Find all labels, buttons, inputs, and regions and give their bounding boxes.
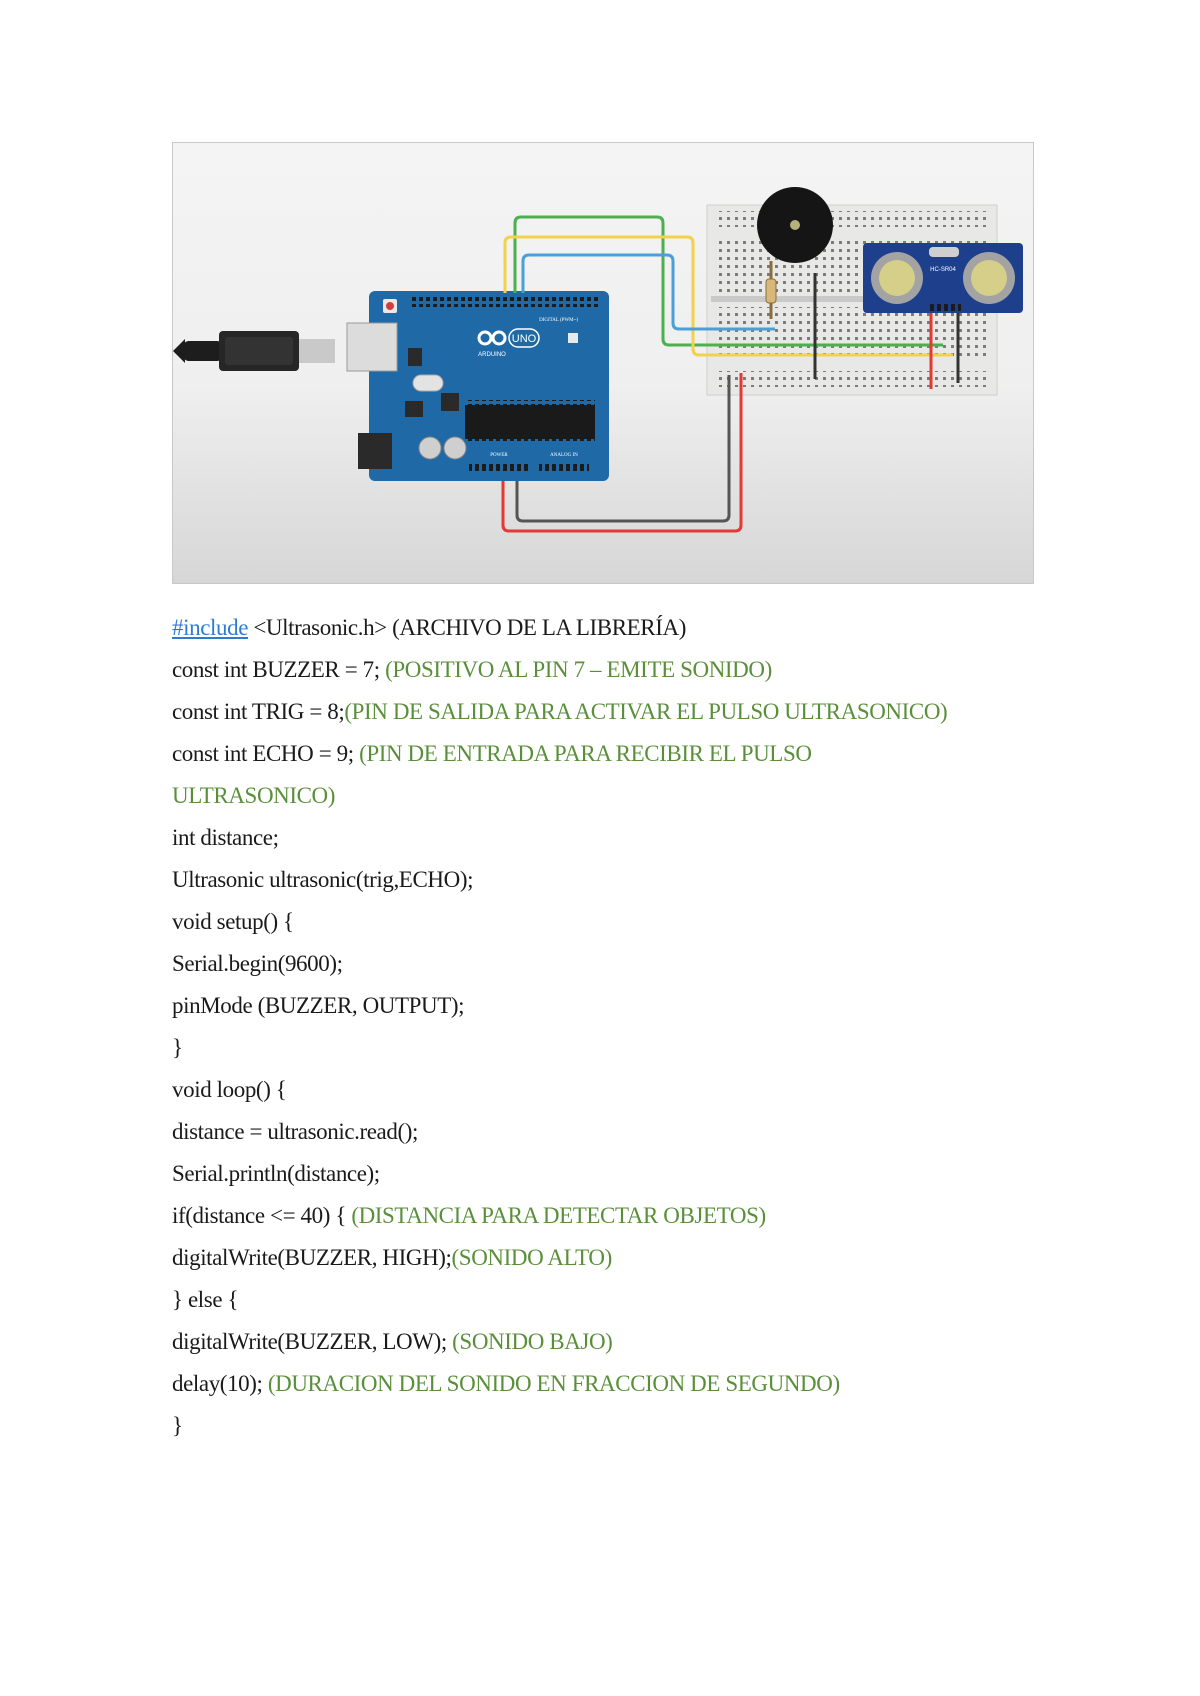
code-line: } bbox=[172, 1035, 183, 1060]
code-line: } else { bbox=[172, 1287, 239, 1312]
circuit-image: DIGITAL (PWM~) UNO ARDUINO POWER ANALOG … bbox=[172, 142, 1034, 584]
buzzer-line: const int BUZZER = 7; (POSITIVO AL PIN 7… bbox=[172, 649, 1052, 691]
code-text: digitalWrite(BUZZER, LOW); bbox=[172, 1329, 453, 1354]
microcontroller-chip bbox=[465, 405, 595, 439]
arduino-board: DIGITAL (PWM~) UNO ARDUINO POWER ANALOG … bbox=[346, 291, 609, 481]
green-wire bbox=[513, 215, 943, 347]
code-line: Serial.begin(9600); bbox=[172, 951, 343, 976]
red-wire bbox=[501, 373, 743, 533]
include-line: #include <Ultrasonic.h> (ARCHIVO DE LA L… bbox=[172, 607, 1052, 649]
code-comment: (DURACION DEL SONIDO EN FRACCION DE SEGU… bbox=[267, 1371, 840, 1396]
black-wire bbox=[515, 375, 731, 523]
power-header bbox=[469, 461, 529, 471]
code-comment: (PIN DE ENTRADA PARA RECIBIR EL PULSO bbox=[359, 741, 812, 766]
code-line: void setup() { bbox=[172, 909, 294, 934]
delay-line: delay(10); (DURACION DEL SONIDO EN FRACC… bbox=[172, 1363, 1052, 1405]
code-line: Serial.println(distance); bbox=[172, 1161, 380, 1186]
trig-line: const int TRIG = 8;(PIN DE SALIDA PARA A… bbox=[172, 691, 1052, 733]
sensor-label: HC-SR04 bbox=[930, 267, 956, 273]
code-text: digitalWrite(BUZZER, HIGH); bbox=[172, 1245, 452, 1270]
code-comment: ULTRASONICO) bbox=[172, 783, 336, 808]
digital-header-label: DIGITAL (PWM~) bbox=[539, 318, 578, 323]
code-comment: (SONIDO ALTO) bbox=[451, 1245, 613, 1270]
code-line: distance = ultrasonic.read(); bbox=[172, 1119, 418, 1144]
low-line: digitalWrite(BUZZER, LOW); (SONIDO BAJO) bbox=[172, 1321, 1052, 1363]
code-text: const int BUZZER = 7; bbox=[172, 657, 386, 682]
resistor bbox=[765, 278, 777, 304]
echo-line: const int ECHO = 9; (PIN DE ENTRADA PARA… bbox=[172, 733, 1052, 775]
code-line: Ultrasonic ultrasonic(trig,ECHO); bbox=[172, 867, 474, 892]
digital-header bbox=[409, 297, 599, 307]
code-line: void loop() { bbox=[172, 1077, 287, 1102]
code-comment: (PIN DE SALIDA PARA ACTIVAR EL PULSO ULT… bbox=[344, 699, 948, 724]
if-line: if(distance <= 40) { (DISTANCIA PARA DET… bbox=[172, 1195, 1052, 1237]
analog-header-label: ANALOG IN bbox=[550, 453, 578, 458]
code-text: if(distance <= 40) { bbox=[172, 1203, 352, 1228]
code-line: int distance; bbox=[172, 825, 279, 850]
wires bbox=[501, 215, 960, 533]
code-comment: (DISTANCIA PARA DETECTAR OBJETOS) bbox=[351, 1203, 766, 1228]
code-text: const int TRIG = 8; bbox=[172, 699, 345, 724]
power-header-label: POWER bbox=[490, 453, 508, 458]
board-model-label: UNO bbox=[512, 333, 537, 345]
circuit-diagram: DIGITAL (PWM~) UNO ARDUINO POWER ANALOG … bbox=[173, 143, 1033, 583]
code-line: } bbox=[172, 1413, 183, 1438]
code-line: pinMode (BUZZER, OUTPUT); bbox=[172, 993, 465, 1018]
high-line: digitalWrite(BUZZER, HIGH);(SONIDO ALTO) bbox=[172, 1237, 1052, 1279]
yellow-wire bbox=[503, 235, 953, 357]
include-text: <Ultrasonic.h> (ARCHIVO DE LA LIBRERÍA) bbox=[248, 615, 686, 640]
code-text: const int ECHO = 9; bbox=[172, 741, 360, 766]
code-comment: (SONIDO BAJO) bbox=[452, 1329, 613, 1354]
code-listing: #include <Ultrasonic.h> (ARCHIVO DE LA L… bbox=[172, 607, 1052, 1447]
echo-line-continued: ULTRASONICO) bbox=[172, 775, 1052, 817]
include-link[interactable]: #include bbox=[172, 615, 248, 640]
ultrasonic-sensor: HC-SR04 bbox=[863, 243, 1023, 313]
buzzer bbox=[757, 187, 833, 263]
blue-wire bbox=[521, 253, 775, 331]
analog-header bbox=[539, 461, 589, 471]
board-brand-label: ARDUINO bbox=[478, 352, 506, 358]
arduino-logo: UNO ARDUINO bbox=[477, 328, 540, 358]
code-comment: (POSITIVO AL PIN 7 – EMITE SONIDO) bbox=[385, 657, 772, 682]
code-text: delay(10); bbox=[172, 1371, 268, 1396]
